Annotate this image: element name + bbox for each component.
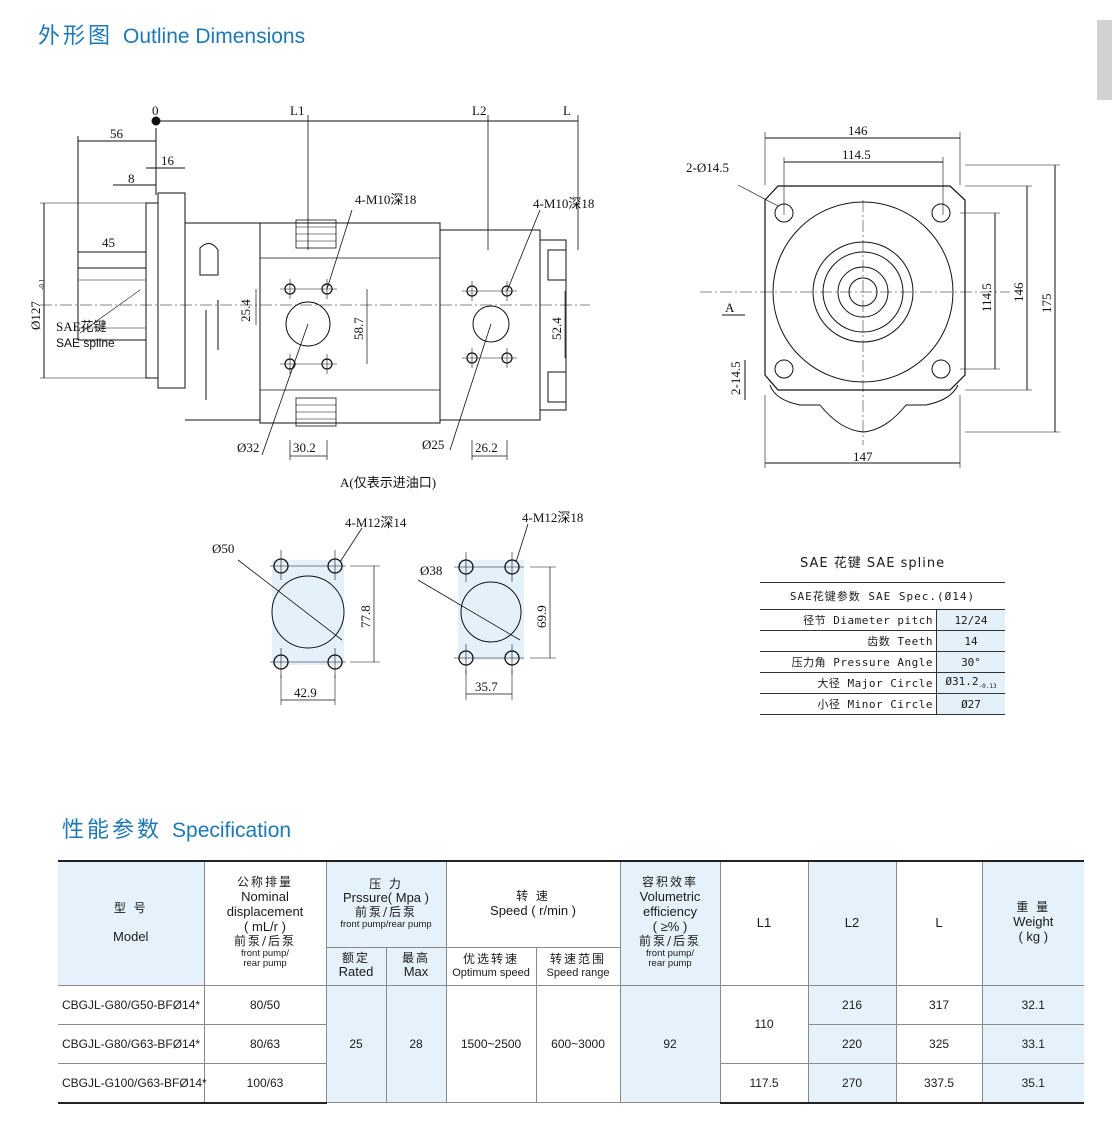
dim-30-2: 30.2: [293, 440, 316, 455]
dim-l: L: [563, 103, 571, 118]
l1-shared: 110: [719, 984, 809, 1064]
port-rear-thread: 4-M10深18: [533, 196, 594, 211]
port-detail-1-width: 42.9: [294, 685, 317, 700]
dim-26-2: 26.2: [475, 440, 498, 455]
col-optimum-speed: 优选转速 Optimum speed: [445, 946, 537, 986]
dim-16: 16: [161, 153, 175, 168]
dim-dia25: Ø25: [422, 437, 444, 452]
col-weight: 重 量 Weight ( kg ): [981, 860, 1085, 986]
port-detail-2-height: 69.9: [534, 605, 549, 628]
col-max: 最高 Max: [385, 946, 447, 986]
col-l2: L2: [807, 860, 897, 986]
dim-l1: L1: [290, 103, 304, 118]
dim-origin: 0: [152, 103, 159, 118]
view-a-note: A(仅表示进油口): [340, 475, 436, 490]
max-pressure: 28: [385, 984, 447, 1103]
dim-114-5-width: 114.5: [842, 147, 871, 162]
port-detail-2-dia: Ø38: [420, 563, 442, 578]
efficiency: 92: [619, 984, 721, 1103]
spline-header-row: SAE花键参数 SAE Spec.(Ø14): [760, 582, 1005, 610]
dim-114-5-height: 114.5: [979, 283, 994, 312]
port-detail-1-dia: Ø50: [212, 541, 234, 556]
port-detail-1-height: 77.8: [358, 605, 373, 628]
dim-25-4: 25.4: [238, 299, 253, 322]
col-speed-range: 转速范围 Speed range: [535, 946, 621, 986]
dim-mount-holes: 2-Ø14.5: [686, 160, 729, 175]
port-detail-2-width: 35.7: [475, 679, 498, 694]
view-a-marker: A: [725, 300, 735, 315]
col-pressure: 压 力 Prssure( Mpa ) 前泵/后泵 front pump/rear…: [325, 860, 447, 948]
spline-row: 大径 Major Circle Ø31.2-0.13: [760, 672, 1005, 694]
dim-45: 45: [102, 235, 115, 250]
col-displacement: 公称排量 Nominal displacement ( mL/r ) 前泵/后泵…: [203, 860, 327, 986]
rated-pressure: 25: [325, 984, 387, 1103]
dim-dia32: Ø32: [237, 440, 259, 455]
spec-table: 型 号 Model 公称排量 Nominal displacement ( mL…: [58, 860, 1085, 1104]
spline-table: SAE花键参数 SAE Spec.(Ø14) 径节 Diameter pitch…: [760, 582, 1005, 715]
spline-header: SAE花键参数 SAE Spec.(Ø14): [760, 582, 1005, 610]
dim-147: 147: [853, 449, 873, 464]
col-model: 型 号 Model: [58, 860, 205, 986]
dim-dia127: Ø127: [28, 301, 43, 330]
dim-58-7: 58.7: [351, 317, 366, 340]
spline-row: 齿数 Teeth 14: [760, 630, 1005, 652]
table-row: CBGJL-G80/G50-BFØ14* 80/50 25 28 1500~25…: [58, 984, 1085, 1103]
col-speed: 转 速 Speed ( r/min ): [445, 860, 621, 948]
dim-52-4: 52.4: [549, 317, 564, 340]
sae-spline-label-cn: SAE花键: [56, 319, 107, 334]
port-detail-1-thread: 4-M12深14: [345, 515, 407, 530]
col-rated: 额定 Rated: [326, 946, 387, 986]
table-row: CBGJL-G100/G63-BFØ14* 100/63 117.5 270 3…: [58, 1062, 1085, 1104]
dim-56: 56: [110, 126, 124, 141]
dim-175: 175: [1039, 294, 1054, 314]
speed-range: 600~3000: [535, 984, 621, 1103]
sae-spline-label-en: SAE spline: [56, 336, 115, 350]
col-efficiency: 容积效率 Volumetric efficiency ( ≥% ) 前泵/后泵 …: [619, 860, 721, 986]
table-row: CBGJL-G80/G63-BFØ14* 80/63 220 325 33.1: [58, 1023, 1085, 1064]
col-l1: L1: [719, 860, 809, 986]
spline-row: 小径 Minor Circle Ø27: [760, 693, 1005, 715]
spline-table-title: SAE 花键 SAE spline: [800, 556, 946, 571]
page-tab-marker: [1097, 20, 1112, 100]
dim-l2: L2: [472, 103, 486, 118]
outline-drawing: 0 L1 L2 L 56 16 8 45 Ø127 -0.1 SAE花键 SAE…: [28, 103, 1060, 705]
col-l: L: [895, 860, 983, 986]
dim-dia127-tol: -0.1: [38, 278, 46, 290]
port-detail-2-thread: 4-M12深18: [522, 510, 583, 525]
spline-row: 压力角 Pressure Angle 30°: [760, 651, 1005, 673]
optimum-speed: 1500~2500: [445, 984, 537, 1103]
dim-2-14-5: 2-14.5: [728, 361, 743, 395]
port-front-thread: 4-M10深18: [355, 192, 416, 207]
spline-row: 径节 Diameter pitch 12/24: [760, 609, 1005, 631]
dim-146-height: 146: [1011, 282, 1026, 302]
dim-146-width: 146: [848, 123, 868, 138]
dim-8: 8: [128, 171, 135, 186]
